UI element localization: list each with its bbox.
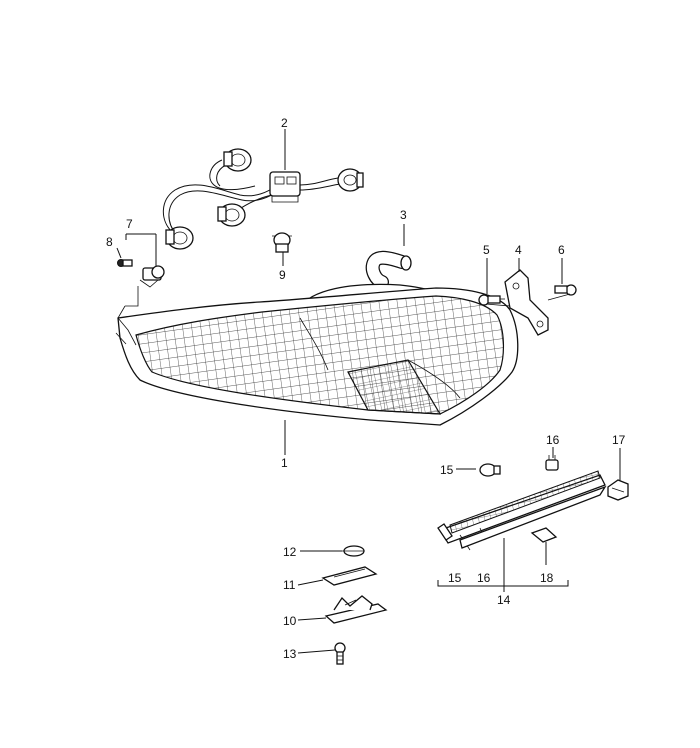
callout-1: 1 bbox=[281, 456, 288, 470]
socket-icon bbox=[337, 168, 364, 192]
callout-3: 3 bbox=[400, 208, 407, 222]
callout-8: 8 bbox=[106, 235, 113, 249]
leader-lines bbox=[116, 129, 621, 654]
clip-icon bbox=[545, 455, 559, 471]
wiring-harness bbox=[162, 148, 364, 250]
callout-13: 13 bbox=[283, 647, 297, 661]
lens-icon bbox=[321, 566, 378, 586]
callout-15-group: 15 bbox=[448, 571, 462, 585]
screw-icon bbox=[117, 259, 133, 267]
socket-icon bbox=[223, 148, 252, 172]
callout-15: 15 bbox=[440, 463, 454, 477]
screw-icon bbox=[334, 642, 346, 665]
pad-icon bbox=[530, 527, 558, 543]
connector-icon bbox=[269, 171, 301, 203]
callout-5: 5 bbox=[483, 243, 490, 257]
callout-16: 16 bbox=[546, 433, 560, 447]
bulb-icon bbox=[479, 463, 501, 477]
callouts: 2 3 4 5 6 7 8 9 1 15 16 17 15 16 18 14 1… bbox=[106, 116, 626, 661]
callout-6: 6 bbox=[558, 243, 565, 257]
callout-12: 12 bbox=[283, 545, 297, 559]
bulb-icon bbox=[342, 545, 365, 557]
plate-lamp-housing-icon bbox=[324, 595, 388, 624]
callout-4: 4 bbox=[515, 243, 522, 257]
screw-icon bbox=[478, 294, 505, 306]
callout-2: 2 bbox=[281, 116, 288, 130]
callout-7: 7 bbox=[126, 217, 133, 231]
callout-16-group: 16 bbox=[477, 571, 491, 585]
lamp-holder-icon bbox=[139, 265, 165, 288]
callout-10: 10 bbox=[283, 614, 297, 628]
tail-lamp bbox=[115, 283, 519, 426]
callout-9: 9 bbox=[279, 268, 286, 282]
brake-light-icon bbox=[437, 470, 607, 551]
socket-icon bbox=[217, 203, 246, 227]
socket-icon bbox=[165, 226, 194, 250]
callout-17: 17 bbox=[612, 433, 626, 447]
callout-18: 18 bbox=[540, 571, 554, 585]
callout-11: 11 bbox=[283, 578, 296, 592]
hose-icon bbox=[365, 250, 412, 289]
bulb-icon bbox=[272, 232, 292, 253]
callout-14: 14 bbox=[497, 593, 511, 607]
screw-icon bbox=[554, 284, 577, 296]
bracket-icon bbox=[504, 269, 549, 336]
cap-icon bbox=[607, 479, 629, 501]
